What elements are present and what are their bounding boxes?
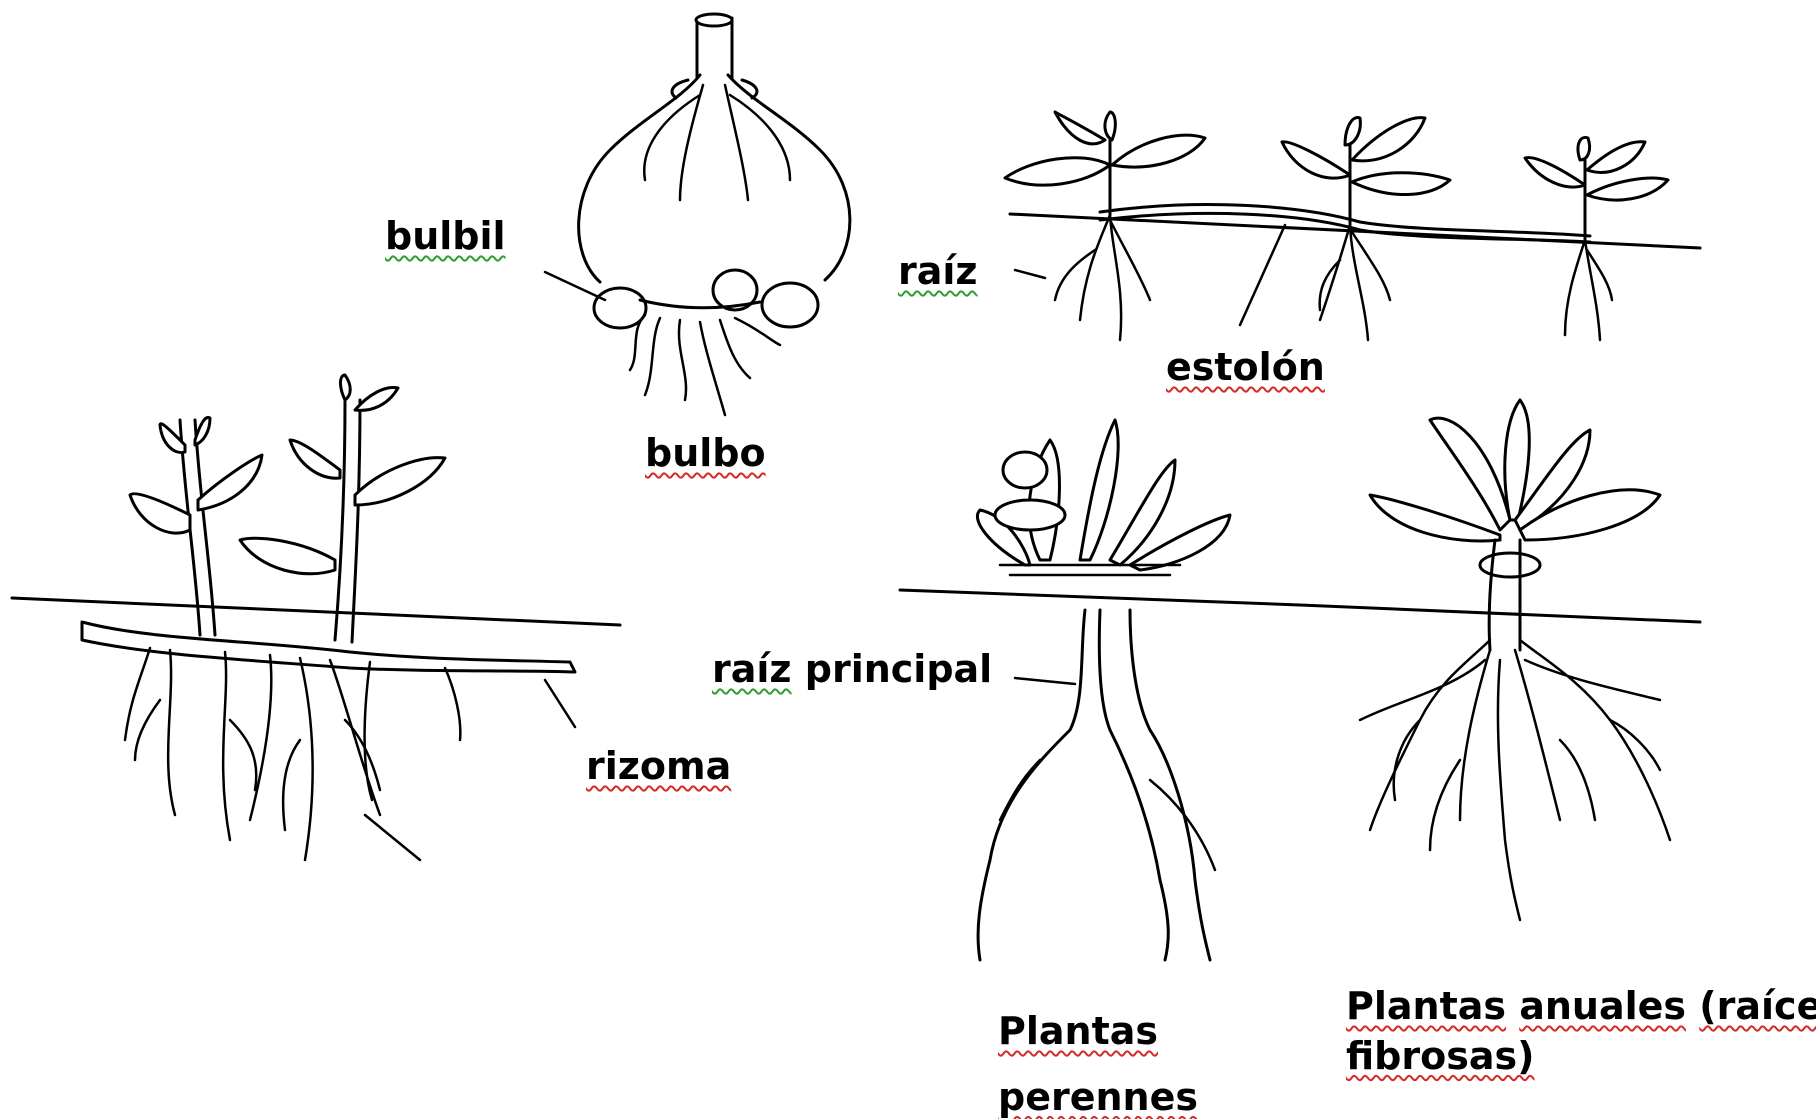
label-plantas-anuales-line1: Plantas anuales (raíces (1346, 985, 1816, 1029)
label-plantas-anuales-word1: Plantas (1346, 984, 1506, 1028)
stolon-drawing (1005, 112, 1700, 340)
label-plantas-perennes-line2: perennes (998, 1076, 1198, 1119)
label-rizoma: rizoma (586, 745, 731, 789)
annual-plant-drawing (1300, 400, 1700, 920)
rizoma-pointer (545, 680, 575, 727)
label-plantas-perennes-line1: Plantas (998, 1010, 1198, 1054)
label-raiz-principal-word2: principal (805, 647, 992, 691)
bulb-drawing (579, 14, 850, 415)
label-plantas-anuales-word2: anuales (1519, 984, 1686, 1028)
raiz-principal-pointer (1015, 678, 1075, 684)
estolon-pointer (1240, 225, 1285, 325)
label-plantas-anuales-line2: fibrosas) (1346, 1035, 1534, 1079)
perennial-ground-line (900, 590, 1300, 605)
bulbil-left (594, 288, 646, 328)
label-raiz-principal: raíz principal (712, 648, 992, 692)
raiz-pointer (1015, 270, 1045, 278)
rizoma-root-pointer (365, 815, 420, 860)
label-raiz: raíz (898, 250, 978, 294)
label-raiz-principal-word1: raíz (712, 647, 792, 691)
annual-ground-line (1300, 605, 1700, 622)
label-bulbo: bulbo (645, 432, 766, 476)
label-plantas-perennes: Plantas perennes (998, 1010, 1198, 1119)
label-estolon: estolón (1166, 346, 1325, 390)
label-bulbil: bulbil (385, 215, 506, 259)
rhizome-drawing (12, 375, 620, 860)
bulbil-right (762, 283, 818, 327)
label-plantas-anuales-word3: (raíces (1699, 984, 1816, 1028)
rhizome-ground-line (12, 598, 620, 625)
label-plantas-anuales: Plantas anuales (raíces fibrosas) (1346, 985, 1816, 1078)
